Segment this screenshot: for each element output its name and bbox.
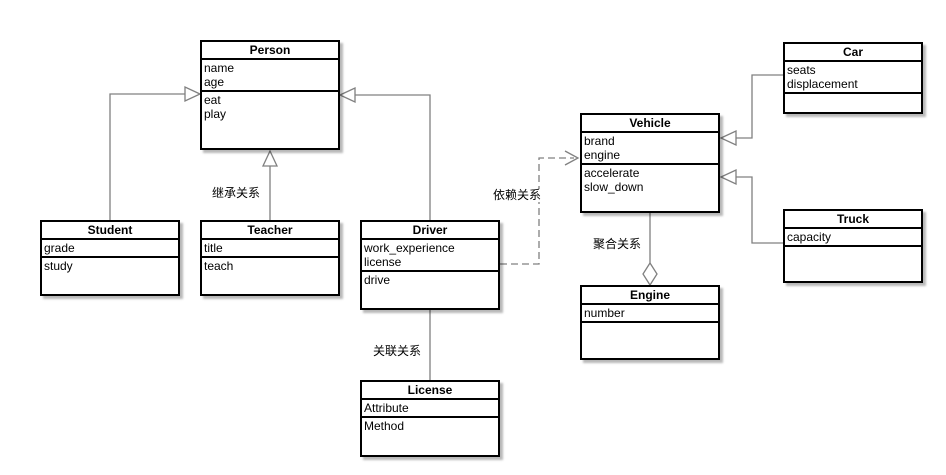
class-title: Driver: [362, 222, 498, 240]
class-attributes: number: [582, 305, 718, 323]
class-methods: study: [42, 258, 178, 294]
edge-truck-vehicle-inheritance[interactable]: [719, 168, 783, 244]
edge-student-person-inheritance[interactable]: [109, 85, 202, 220]
attribute: grade: [44, 241, 75, 255]
attribute: age: [204, 75, 225, 89]
class-attributes: Attribute: [362, 400, 498, 418]
class-methods: Method: [362, 418, 498, 455]
class-title: Teacher: [202, 222, 338, 240]
class-attributes: name age: [202, 60, 338, 92]
edge-label-association: 关联关系: [372, 344, 423, 358]
class-methods: accelerate slow_down: [582, 165, 718, 211]
method: slow_down: [584, 180, 644, 194]
method: teach: [204, 259, 234, 273]
class-title: Engine: [582, 287, 718, 305]
class-box-license[interactable]: License Attribute Method: [360, 380, 500, 457]
method: accelerate: [584, 166, 640, 180]
method: Method: [364, 419, 405, 433]
class-box-student[interactable]: Student grade study: [40, 220, 180, 296]
attribute: seats: [787, 63, 816, 77]
class-methods: [785, 247, 921, 281]
edge-label-dependency: 依赖关系: [492, 188, 543, 202]
class-attributes: title: [202, 240, 338, 258]
attribute: license: [364, 255, 402, 269]
class-attributes: work_experience license: [362, 240, 498, 272]
class-box-person[interactable]: Person name age eat play: [200, 40, 340, 150]
attribute: capacity: [787, 230, 832, 244]
class-box-car[interactable]: Car seats displacement: [783, 42, 923, 114]
class-methods: eat play: [202, 92, 338, 148]
attribute: title: [204, 241, 223, 255]
edge-vehicle-engine-aggregation[interactable]: [642, 213, 658, 287]
class-box-engine[interactable]: Engine number: [580, 285, 720, 360]
method: drive: [364, 273, 391, 287]
class-methods: [582, 323, 718, 358]
edge-driver-vehicle-dependency[interactable]: [500, 150, 580, 265]
method: play: [204, 107, 227, 121]
attribute: Attribute: [364, 401, 409, 415]
attribute: number: [584, 306, 625, 320]
class-title: Student: [42, 222, 178, 240]
class-attributes: capacity: [785, 229, 921, 247]
edge-label-inheritance: 继承关系: [211, 186, 262, 200]
method: study: [44, 259, 73, 273]
edge-car-vehicle-inheritance[interactable]: [719, 74, 783, 147]
class-box-teacher[interactable]: Teacher title teach: [200, 220, 340, 296]
edge-driver-person-inheritance[interactable]: [338, 86, 431, 220]
attribute: engine: [584, 148, 621, 162]
class-methods: [785, 94, 921, 112]
class-box-truck[interactable]: Truck capacity: [783, 209, 923, 283]
class-title: Person: [202, 42, 338, 60]
class-title: Car: [785, 44, 921, 62]
class-methods: drive: [362, 272, 498, 308]
edge-teacher-person-inheritance[interactable]: [261, 149, 279, 220]
class-methods: teach: [202, 258, 338, 294]
class-title: Vehicle: [582, 115, 718, 133]
class-box-driver[interactable]: Driver work_experience license drive: [360, 220, 500, 310]
attribute: work_experience: [364, 241, 455, 255]
class-box-vehicle[interactable]: Vehicle brand engine accelerate slow_dow…: [580, 113, 720, 213]
attribute: displacement: [787, 77, 858, 91]
class-title: License: [362, 382, 498, 400]
class-attributes: grade: [42, 240, 178, 258]
attribute: brand: [584, 134, 615, 148]
class-title: Truck: [785, 211, 921, 229]
method: eat: [204, 93, 221, 107]
class-attributes: brand engine: [582, 133, 718, 165]
attribute: name: [204, 61, 235, 75]
edge-label-aggregation: 聚合关系: [592, 237, 643, 251]
class-attributes: seats displacement: [785, 62, 921, 94]
